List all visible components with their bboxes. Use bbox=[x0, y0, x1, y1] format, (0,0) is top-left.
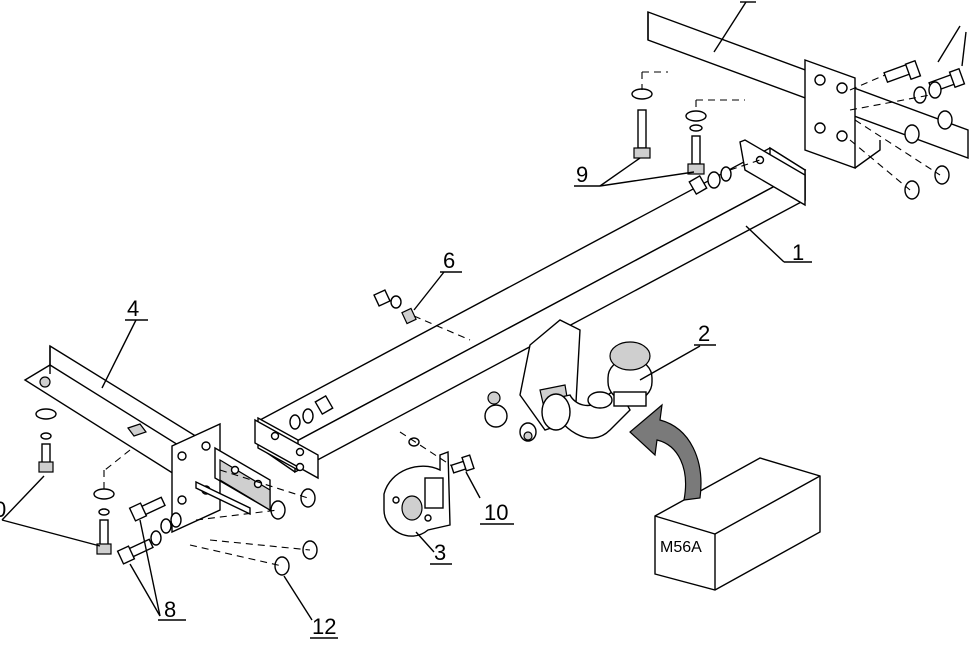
ball-box-label: M56A bbox=[660, 539, 702, 556]
crossbar-right-fasteners bbox=[688, 159, 761, 196]
callout-label-1: 1 bbox=[792, 240, 804, 265]
callout-label-3: 3 bbox=[434, 540, 446, 565]
callout-3: 3 bbox=[430, 540, 452, 565]
callout-4: 4 bbox=[101, 296, 148, 389]
vertical-bolts-right bbox=[599, 71, 745, 187]
callout-top-right-clipped bbox=[713, 1, 756, 53]
callout-8-left: 8 bbox=[158, 597, 186, 622]
main-crossbar bbox=[254, 139, 807, 480]
ball-reference-box bbox=[629, 403, 821, 591]
callout-label-6: 6 bbox=[443, 248, 455, 273]
callout-label-10: 10 bbox=[484, 500, 508, 525]
right-side-bracket bbox=[647, 10, 969, 169]
callout-label-9: 9 bbox=[576, 162, 588, 187]
callout-2: 2 bbox=[694, 321, 716, 346]
callout-label-4: 4 bbox=[127, 296, 139, 321]
callout-1: 1 bbox=[745, 225, 812, 265]
left-bolts bbox=[116, 496, 182, 617]
callout-label-12: 12 bbox=[312, 614, 336, 639]
callout-6: 6 bbox=[440, 248, 462, 273]
callout-label-2: 2 bbox=[698, 321, 710, 346]
bolt-pack bbox=[373, 271, 471, 341]
electrical-socket-plate bbox=[383, 431, 481, 553]
callout-label-10-clipped: 0 bbox=[0, 497, 6, 522]
callout-12: 12 bbox=[310, 614, 338, 639]
left-washers bbox=[189, 394, 334, 621]
tow-ball-assembly bbox=[484, 319, 701, 442]
right-bolts bbox=[849, 25, 967, 200]
left-side-bracket bbox=[23, 344, 271, 534]
callout-10-left-clipped: 0 bbox=[0, 497, 6, 522]
callout-9: 9 bbox=[574, 162, 600, 187]
vertical-bolts-left bbox=[1, 408, 131, 555]
callout-10-right: 10 bbox=[480, 500, 514, 525]
callout-label-8: 8 bbox=[164, 597, 176, 622]
